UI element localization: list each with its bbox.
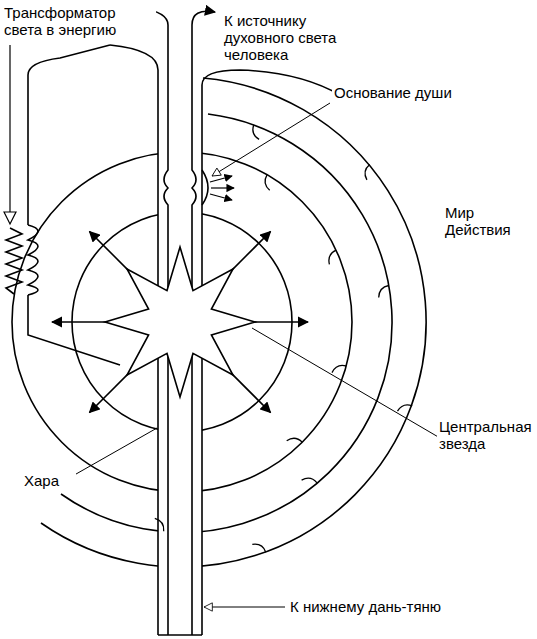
star-shape <box>105 247 255 397</box>
leader-lines <box>62 103 440 607</box>
world-arc <box>41 78 426 567</box>
world-hook <box>365 165 370 180</box>
world-hook <box>252 544 265 552</box>
channel-top <box>192 11 215 110</box>
world-hook <box>287 438 303 442</box>
channel-line <box>164 110 168 635</box>
world-hook <box>253 125 259 140</box>
world-hook <box>332 365 346 372</box>
star-label: Центральная звезда <box>437 418 533 452</box>
channel-wing <box>110 45 158 110</box>
soul-base-label: Основание души <box>332 84 476 101</box>
channel-line <box>192 110 196 635</box>
channel-wing <box>202 70 340 110</box>
world-hook <box>398 405 413 411</box>
hara-label: Хара <box>22 472 76 489</box>
world-hook <box>155 518 164 531</box>
world-arc <box>61 114 392 532</box>
source-label: К источнику духовного света человека <box>222 12 376 63</box>
transformer-label: Трансформатор света в энергию <box>2 4 156 38</box>
world-hooks <box>155 125 412 553</box>
world-hook <box>265 175 270 190</box>
world-hook <box>329 250 336 264</box>
world-hook <box>379 286 389 298</box>
world-hook <box>302 478 317 483</box>
dantian-label: К нижнему дань-тяню <box>288 598 462 615</box>
soul-base <box>202 170 208 205</box>
world-label: Мир Действия <box>443 204 533 238</box>
transformer-coil <box>4 45 120 365</box>
central-star <box>52 232 308 413</box>
